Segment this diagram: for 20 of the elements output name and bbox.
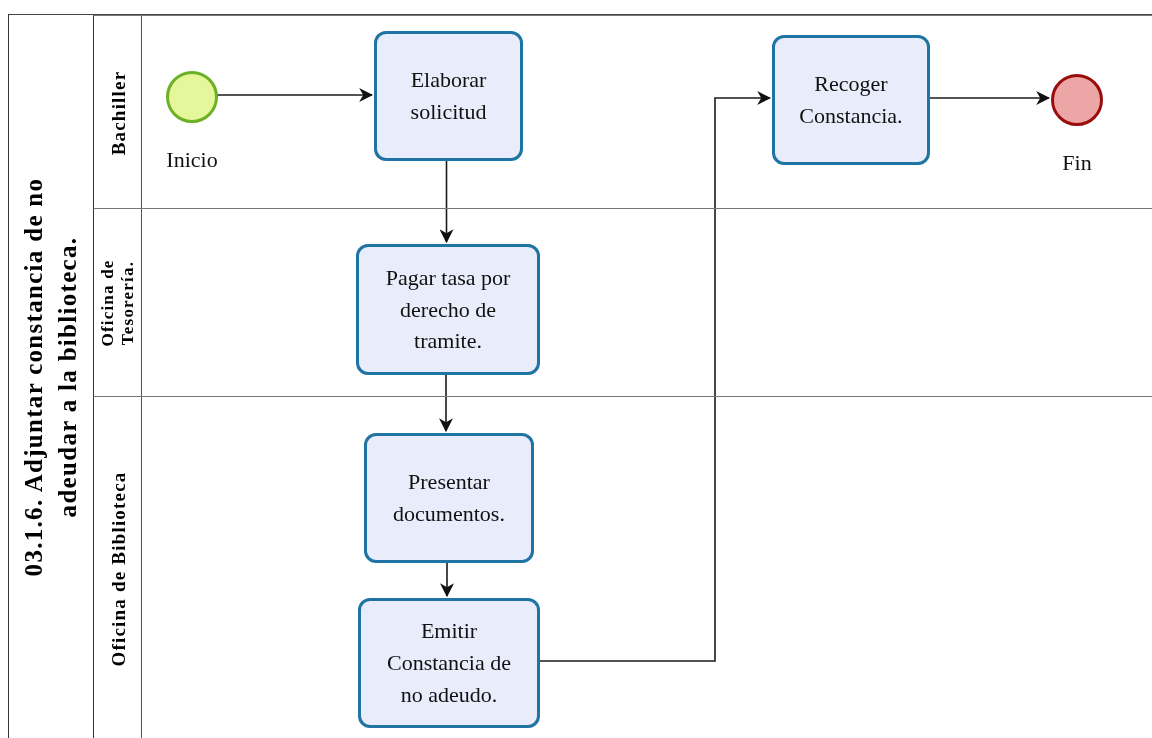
task-label: Emitir Constancia de no adeudo. (386, 617, 512, 709)
task-label: Elaborar solicitud (409, 66, 488, 126)
task-box (364, 433, 534, 563)
swimlane (93, 396, 1152, 738)
pool (8, 14, 1152, 738)
event-label: Fin (1061, 150, 1093, 176)
task-box (374, 31, 523, 161)
task-box (356, 244, 540, 375)
task-box (772, 35, 930, 165)
event-label: Inicio (165, 147, 219, 173)
lane-label: Oficina de Tesorería. (98, 258, 138, 349)
lane-label: Bachiller (107, 70, 129, 155)
pool-title: 03.1.6. Adjuntar constancia de no adeudar a la biblioteca. (19, 176, 82, 579)
swimlane (93, 208, 1152, 396)
task-label: Presentar documentos. (392, 468, 506, 528)
task-label: Recoger Constancia. (798, 70, 904, 130)
swimlane (93, 15, 1152, 208)
lane-label: Oficina de Biblioteca (107, 470, 129, 667)
task-box (358, 598, 540, 728)
task-label: Pagar tasa por derecho de tramite. (384, 263, 512, 356)
